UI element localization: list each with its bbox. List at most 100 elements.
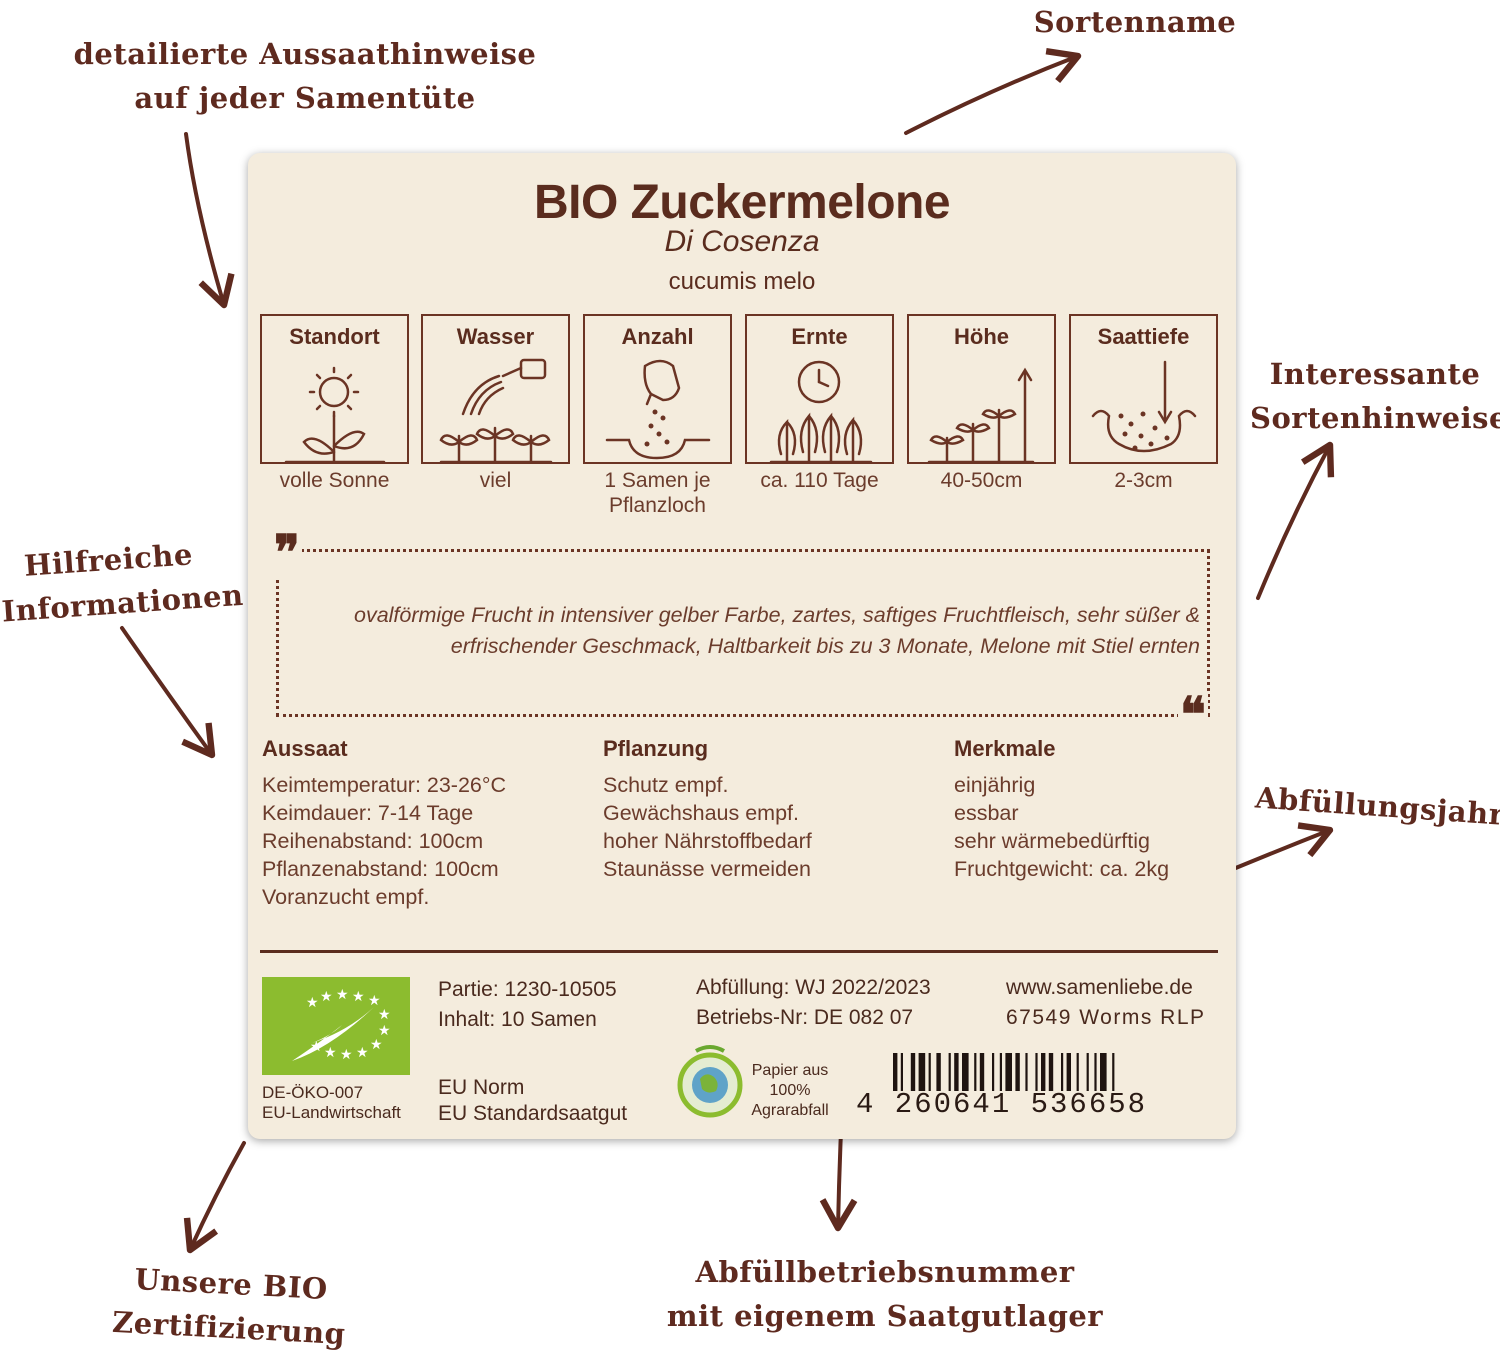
icon-value-wasser: viel	[479, 469, 512, 492]
annotation-sortenname: Sortenname	[1033, 5, 1237, 39]
paper-line: Agrarabfall	[751, 1102, 829, 1119]
barcode-bar	[1041, 1053, 1046, 1091]
arrow-sortenname	[904, 48, 1082, 135]
barcode-bar	[992, 1053, 995, 1091]
betriebs-nr: Betriebs-Nr: DE 082 07	[696, 1006, 914, 1029]
barcode-bar	[1086, 1053, 1089, 1091]
eu-landwirtschaft: EU-Landwirtschaft	[262, 1103, 401, 1122]
icon-label-saattiefe: Saattiefe	[1097, 324, 1190, 349]
svg-text:★: ★	[324, 1045, 337, 1061]
aussaat-item: Reihenabstand: 100cm	[262, 829, 484, 853]
aussaat-item: Keimtemperatur: 23-26°C	[262, 773, 507, 797]
height-plants-icon	[927, 367, 1035, 464]
barcode-bar	[900, 1053, 903, 1091]
merkmale-heading: Merkmale	[954, 736, 1056, 761]
aussaat-section: Aussaat Keimtemperatur: 23-26°C Keimdaue…	[262, 735, 506, 911]
merkmale-section: Merkmale einjährig essbar sehr wärmebedü…	[954, 735, 1169, 883]
icon-label-hoehe: Höhe	[954, 324, 1009, 349]
paper-info: Papier aus 100% Agrarabfall	[738, 1061, 842, 1121]
eu-standardsaatgut: EU Standardsaatgut	[438, 1102, 628, 1125]
icon-box-hoehe: Höhe	[907, 314, 1056, 464]
icon-box-standort: Standort	[260, 314, 409, 464]
barcode-bar	[936, 1053, 941, 1091]
barcode-bar	[948, 1053, 951, 1091]
icon-box-wasser: Wasser	[421, 314, 570, 464]
barcode-bar	[954, 1053, 959, 1091]
divider	[260, 950, 1218, 953]
icon-box-ernte: Ernte	[745, 314, 894, 464]
aussaat-item: Pflanzenabstand: 100cm	[262, 857, 499, 881]
merkmale-item: sehr wärmebedürftig	[954, 829, 1150, 853]
barcode-bar	[1112, 1053, 1115, 1091]
barcode-bar	[1100, 1053, 1107, 1091]
svg-text:★: ★	[306, 995, 319, 1011]
annotation-aussaathinweise: detailierte Aussaathinweise auf jeder Sa…	[73, 37, 537, 115]
icon-label-wasser: Wasser	[456, 324, 535, 349]
pflanzung-item: Schutz empf.	[603, 773, 729, 797]
aussaat-heading: Aussaat	[262, 736, 348, 761]
recycled-paper-icon	[677, 1045, 743, 1118]
pflanzung-item: Staunässe vermeiden	[603, 857, 811, 881]
variety-description: ovalförmige Frucht in intensiver gelber …	[353, 603, 1200, 658]
barcode-bar	[1061, 1053, 1064, 1091]
icon-label-standort: Standort	[289, 324, 380, 349]
icon-box-anzahl: Anzahl	[583, 314, 732, 464]
barcode-bar	[962, 1053, 969, 1091]
barcode-bar	[910, 1053, 916, 1091]
aussaat-item: Voranzucht empf.	[262, 885, 430, 909]
arrow-bio-zertifizierung	[183, 1141, 246, 1254]
partie: Partie: 1230-10505	[438, 978, 617, 1001]
soil-depth-icon	[1091, 360, 1197, 453]
barcode	[893, 1053, 1115, 1091]
barcode-bar	[1025, 1053, 1028, 1091]
icon-value-anzahl: 1 Samen je Pflanzloch	[604, 469, 711, 517]
description-box	[276, 549, 1210, 717]
barcode-bar	[918, 1053, 926, 1091]
barcode-bar	[1048, 1053, 1054, 1091]
svg-text:★: ★	[340, 1047, 353, 1063]
arrow-aussaathinweise	[184, 132, 235, 309]
svg-text:★: ★	[352, 989, 365, 1005]
paper-line: 100%	[769, 1082, 811, 1099]
barcode-bar	[1005, 1053, 1012, 1091]
icon-value-ernte: ca. 110 Tage	[760, 469, 879, 492]
pflanzung-heading: Pflanzung	[603, 736, 709, 761]
aussaat-item: Keimdauer: 7-14 Tage	[262, 801, 474, 825]
svg-text:★: ★	[336, 987, 349, 1003]
annotation-sortenhinweise: Interessante Sortenhinweise	[1250, 357, 1500, 435]
address: 67549 Worms RLP	[1006, 1006, 1206, 1029]
website: www.samenliebe.de	[1006, 976, 1193, 999]
icon-box-saattiefe: Saattiefe	[1069, 314, 1218, 464]
eu-norm: EU Norm	[438, 1076, 525, 1099]
annotation-betriebsnummer: Abfüllbetriebsnummer mit eigenem Saatgut…	[666, 1255, 1104, 1333]
barcode-bar	[1094, 1053, 1097, 1091]
eu-code: DE-ÖKO-007	[262, 1083, 364, 1102]
clock-plants-icon	[769, 360, 873, 464]
arrow-hilfreiche	[120, 626, 216, 759]
quote-open-icon: ❞	[272, 525, 302, 581]
svg-text:★: ★	[370, 1037, 383, 1053]
seed-packet-back: BIO Zuckermelone Di Cosenza cucumis melo…	[248, 153, 1236, 1139]
merkmale-item: Fruchtgewicht: ca. 2kg	[954, 857, 1170, 881]
paper-line: Papier aus	[751, 1062, 829, 1079]
eu-organic-logo: ★★★ ★★★ ★★★ ★★★	[262, 977, 410, 1075]
barcode-bar	[979, 1053, 985, 1091]
svg-text:★: ★	[378, 1023, 391, 1039]
icon-label-anzahl: Anzahl	[621, 324, 694, 349]
packet-latin-name: cucumis melo	[668, 268, 816, 295]
barcode-bar	[893, 1053, 898, 1091]
arrow-sortenhinweise	[1256, 441, 1335, 600]
packet-variety: Di Cosenza	[664, 225, 820, 258]
sun-plant-icon	[284, 366, 386, 464]
seed-hand-icon	[605, 359, 711, 460]
packet-title: BIO Zuckermelone	[533, 176, 951, 229]
icon-label-ernte: Ernte	[791, 324, 848, 349]
inhalt: Inhalt: 10 Samen	[438, 1008, 597, 1031]
barcode-number: 4 260641 536658	[856, 1088, 1148, 1121]
barcode-bar	[1066, 1053, 1071, 1091]
svg-text:★: ★	[356, 1045, 369, 1061]
icon-value-saattiefe: 2-3cm	[1114, 469, 1173, 492]
svg-text:★: ★	[368, 993, 381, 1009]
quote-close-icon: ❝	[1178, 687, 1208, 743]
barcode-bar	[928, 1053, 931, 1091]
